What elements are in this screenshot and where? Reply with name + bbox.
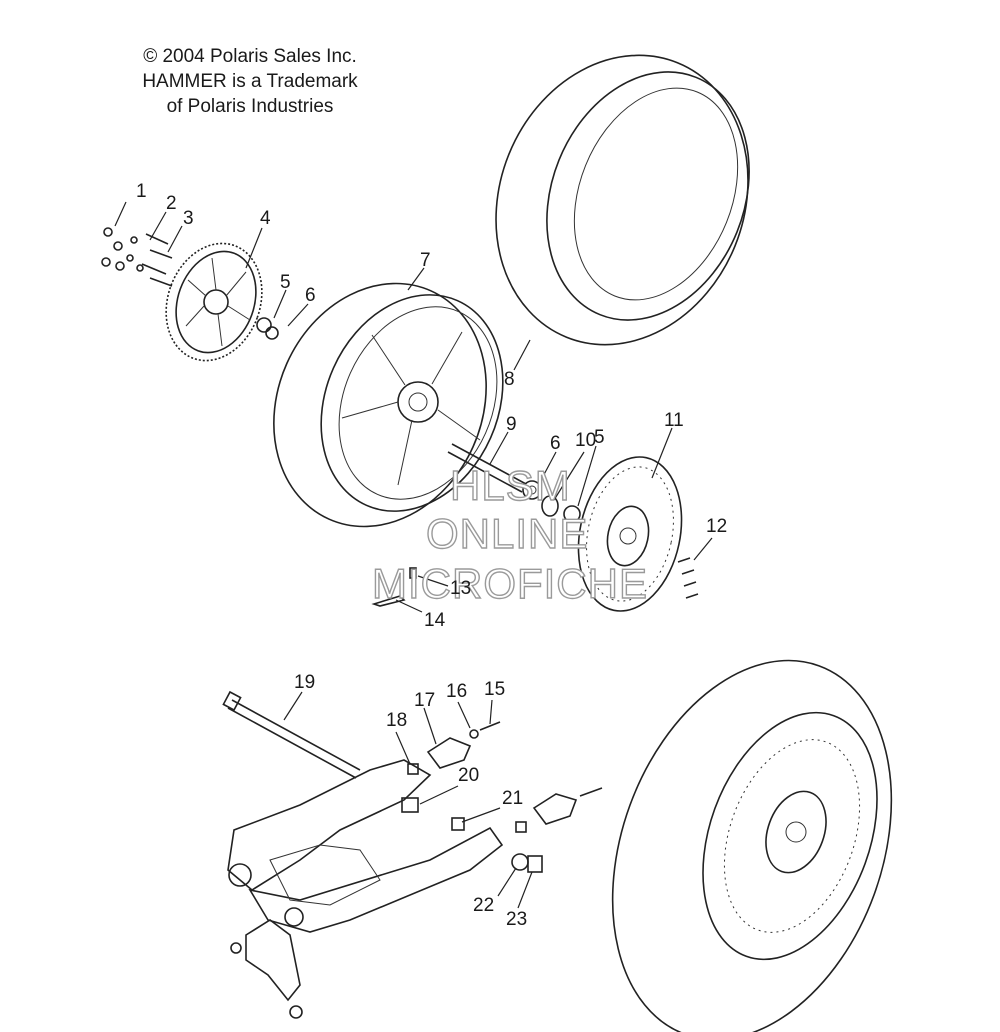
callout-7: 7 xyxy=(420,250,431,271)
callout-22: 22 xyxy=(473,895,494,916)
callout-11: 11 xyxy=(664,410,684,431)
callout-8: 8 xyxy=(504,369,515,390)
left-bearing-seal xyxy=(256,317,279,340)
collars xyxy=(401,797,465,831)
callout-5-right: 5 xyxy=(594,427,605,448)
watermark-line-3: MICROFICHE xyxy=(372,560,648,607)
callout-14: 14 xyxy=(424,610,446,631)
sprocket-fasteners xyxy=(101,227,173,287)
callout-6-right: 6 xyxy=(550,433,561,454)
callout-9: 9 xyxy=(506,414,517,435)
callout-19: 19 xyxy=(294,672,315,693)
brake-disc xyxy=(577,456,683,612)
chain-adjuster-upper xyxy=(407,721,501,775)
callout-12: 12 xyxy=(706,516,727,537)
callout-numbers: 1 2 3 4 5 6 7 8 9 6 10 5 11 12 13 14 19 … xyxy=(136,181,727,930)
watermark-line-2: ONLINE xyxy=(426,510,588,557)
callout-17: 17 xyxy=(414,690,435,711)
callout-5-left: 5 xyxy=(280,272,291,293)
callout-13: 13 xyxy=(450,578,471,599)
callout-15: 15 xyxy=(484,679,505,700)
callout-1: 1 xyxy=(136,181,147,202)
watermark-line-1: HLSM xyxy=(450,462,571,509)
swingarm-pivot-bolt xyxy=(222,690,361,779)
watermark: HLSM ONLINE MICROFICHE xyxy=(371,461,648,607)
leader-lines xyxy=(114,201,713,909)
callout-16: 16 xyxy=(446,681,467,702)
chain-adjuster-lower xyxy=(515,787,603,833)
valve-stem xyxy=(371,567,417,607)
callout-3: 3 xyxy=(183,208,194,229)
rear-axle xyxy=(447,443,527,493)
rear-wheel-rim xyxy=(273,282,504,528)
copyright-line-1: © 2004 Polaris Sales Inc. xyxy=(143,46,357,67)
rear-tire xyxy=(495,54,750,346)
callout-21: 21 xyxy=(502,788,523,809)
callout-20: 20 xyxy=(458,765,479,786)
callout-6-left: 6 xyxy=(305,285,316,306)
callout-10: 10 xyxy=(575,430,596,451)
axle-washer-nut xyxy=(511,853,543,873)
rear-sprocket xyxy=(165,242,263,362)
swingarm xyxy=(227,759,504,1019)
disc-bolts xyxy=(677,557,699,599)
assembled-rear-wheel xyxy=(611,659,893,1032)
callout-4: 4 xyxy=(260,208,271,229)
copyright-notice: © 2004 Polaris Sales Inc. HAMMER is a Tr… xyxy=(120,44,380,119)
right-bearing-seal xyxy=(522,480,581,523)
copyright-line-2: HAMMER is a Trademark xyxy=(142,71,358,92)
callout-23: 23 xyxy=(506,909,527,930)
callout-18: 18 xyxy=(386,710,407,731)
copyright-line-3: of Polaris Industries xyxy=(166,96,334,117)
callout-2: 2 xyxy=(166,193,177,214)
